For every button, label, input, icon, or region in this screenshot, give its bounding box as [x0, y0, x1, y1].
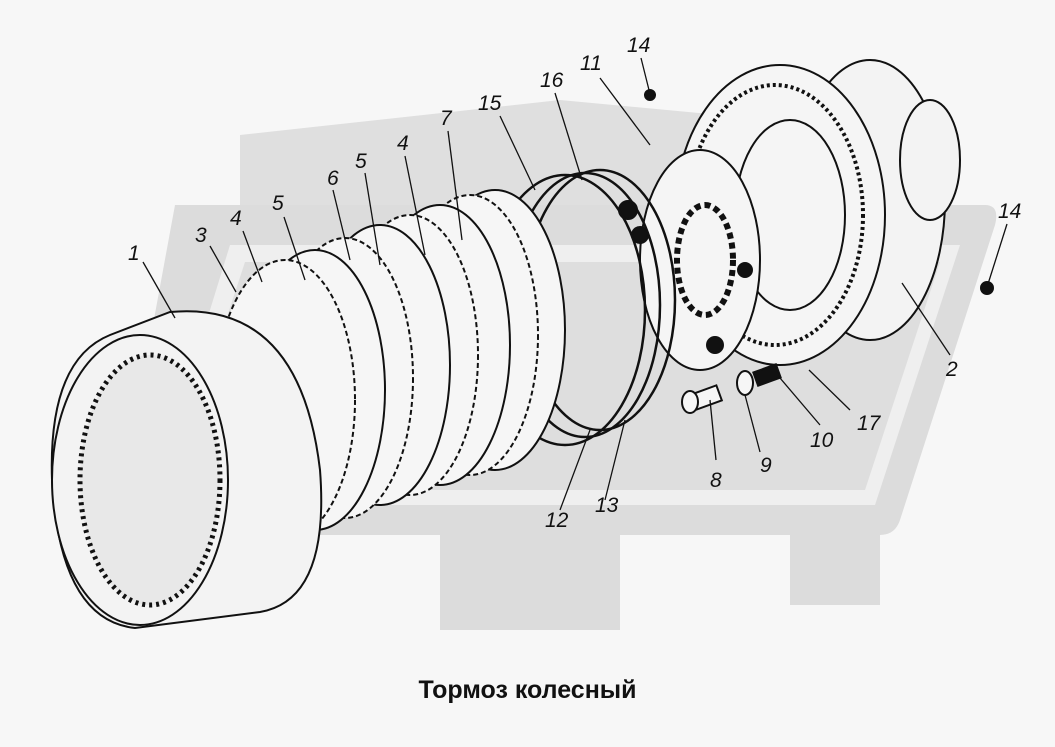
callout-7: 7: [440, 107, 453, 130]
callout-4: 4: [230, 207, 242, 230]
callout-6: 6: [327, 167, 339, 190]
callout-10: 10: [810, 429, 834, 452]
callout-16: 16: [540, 69, 564, 92]
diagram-caption: Тормоз колесный: [418, 676, 637, 704]
callout-2: 2: [945, 358, 958, 381]
callout-13: 13: [595, 494, 619, 517]
callout-8: 8: [710, 469, 722, 492]
callout-17: 17: [857, 412, 882, 435]
callout-1: 1: [128, 242, 140, 265]
callout-3: 3: [195, 224, 207, 247]
part-11-plate: [618, 149, 761, 371]
fasteners-8-9-10-17: [644, 89, 994, 414]
callout-5: 5: [355, 150, 367, 173]
callout-labels: 1 3 4 5 6 5 4 7 15 16 11 14 14 2 17 10 9…: [128, 34, 1021, 532]
callout-14: 14: [998, 200, 1021, 223]
callout-14: 14: [627, 34, 650, 57]
callout-9: 9: [760, 454, 772, 477]
callout-15: 15: [478, 92, 502, 115]
callout-5: 5: [272, 192, 284, 215]
callout-4: 4: [397, 132, 409, 155]
leader-lines: [142, 57, 1008, 511]
callout-11: 11: [580, 52, 602, 75]
part-1-drum: [50, 310, 323, 630]
callout-12: 12: [545, 509, 569, 532]
